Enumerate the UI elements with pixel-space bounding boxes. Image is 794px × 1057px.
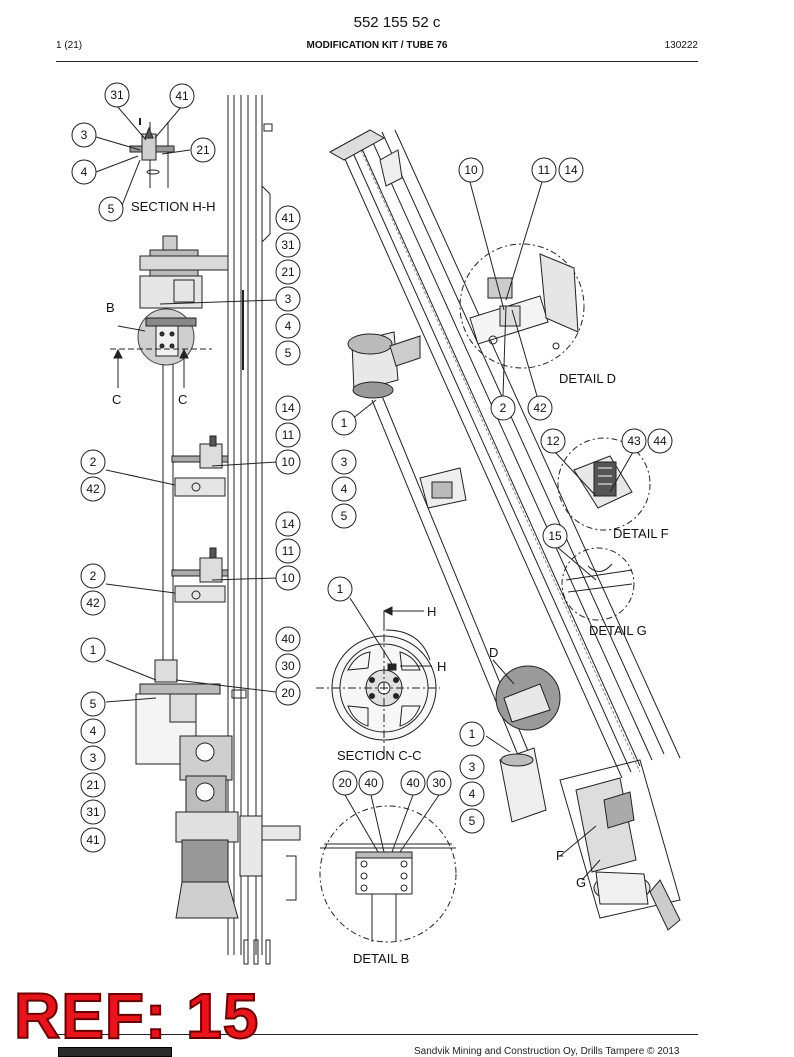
- balloon-hh-5: 5: [108, 202, 115, 216]
- balloon-lc-41: 41: [281, 211, 295, 225]
- balloon-numbers: 31 41 3 21 4 5 41 31 21 3 4 5 14 11 10 2…: [81, 88, 667, 847]
- balloon-lc-11b: 11: [282, 544, 295, 558]
- balloon-lc-42b: 42: [86, 596, 100, 610]
- detail-d-view: [459, 181, 585, 397]
- balloon-lc-4: 4: [285, 319, 292, 333]
- detail-f-view: [554, 437, 651, 531]
- balloon-df-43: 43: [627, 434, 641, 448]
- balloon-rb-5: 5: [469, 814, 476, 828]
- balloon-dd-10: 10: [464, 163, 478, 177]
- balloon-lc-2a: 2: [90, 455, 97, 469]
- label-section-cc: SECTION C-C: [337, 748, 422, 763]
- label-detail-d: DETAIL D: [559, 371, 616, 386]
- view-labels: SECTION H-H SECTION C-C DETAIL B DETAIL …: [106, 199, 669, 966]
- letter-h-top: H: [427, 604, 436, 619]
- balloon-ll-5: 5: [90, 697, 97, 711]
- balloon-lc-3: 3: [285, 292, 292, 306]
- balloon-m-4: 4: [341, 482, 348, 496]
- letter-d: D: [489, 645, 498, 660]
- balloon-db-40a: 40: [364, 776, 378, 790]
- footer-copyright: Sandvik Mining and Construction Oy, Dril…: [414, 1046, 680, 1057]
- balloon-dg-15: 15: [548, 529, 562, 543]
- document-number: 552 155 52 c: [353, 14, 441, 31]
- balloon-lc-5: 5: [285, 346, 292, 360]
- balloon-rb-1: 1: [469, 727, 476, 741]
- balloon-ll-3: 3: [90, 751, 97, 765]
- balloon-hh-31: 31: [110, 88, 124, 102]
- letter-h-mid: H: [437, 659, 446, 674]
- balloon-lc-10a: 10: [281, 455, 295, 469]
- balloon-ll-31: 31: [86, 805, 100, 819]
- balloon-hh-21: 21: [196, 143, 210, 157]
- document-title: MODIFICATION KIT / TUBE 76: [306, 40, 448, 51]
- detail-b-view: [319, 794, 457, 943]
- balloon-lc-20: 20: [281, 686, 295, 700]
- header-row: 1 (21) MODIFICATION KIT / TUBE 76 130222: [56, 40, 698, 56]
- page-indicator: 1 (21): [56, 40, 83, 51]
- balloon-hh-3: 3: [81, 128, 88, 142]
- footer-rule: [56, 1034, 698, 1035]
- balloon-ll-21: 21: [86, 778, 100, 792]
- balloon-lc-14a: 14: [281, 401, 295, 415]
- balloon-lc-30: 30: [281, 659, 295, 673]
- footer-logo: [58, 1047, 172, 1057]
- balloon-dd-42: 42: [533, 401, 547, 415]
- balloon-df-44: 44: [653, 434, 667, 448]
- detail-g-view: [555, 545, 635, 621]
- letter-c-left: C: [112, 392, 121, 407]
- balloon-df-12: 12: [546, 434, 560, 448]
- balloon-hh-4: 4: [81, 165, 88, 179]
- section-hh-view: [95, 105, 191, 209]
- header-rule: [56, 61, 698, 62]
- main-diagonal-feed-view: [328, 129, 681, 931]
- balloon-lc-21: 21: [281, 265, 295, 279]
- balloon-lc-14b: 14: [281, 517, 295, 531]
- ref-watermark-label: REF: 15: [13, 980, 260, 1052]
- document-date: 130222: [664, 40, 698, 51]
- label-detail-f: DETAIL F: [613, 526, 669, 541]
- balloon-lc-10b: 10: [281, 571, 295, 585]
- balloon-m-3: 3: [341, 455, 348, 469]
- label-detail-b: DETAIL B: [353, 951, 409, 966]
- balloon-dd-11: 11: [538, 163, 551, 177]
- left-feed-view: [105, 95, 301, 965]
- balloon-m-5: 5: [341, 509, 348, 523]
- balloon-ll-41: 41: [86, 833, 100, 847]
- label-section-hh: SECTION H-H: [131, 199, 216, 214]
- letter-c-right: C: [178, 392, 187, 407]
- balloon-cc-1: 1: [337, 582, 344, 596]
- balloon-db-30: 30: [432, 776, 446, 790]
- balloon-m-1: 1: [341, 416, 348, 430]
- balloon-dd-2: 2: [500, 401, 507, 415]
- balloon-lc-2b: 2: [90, 569, 97, 583]
- balloon-rb-4: 4: [469, 787, 476, 801]
- balloon-hh-41: 41: [175, 89, 189, 103]
- balloon-rb-3: 3: [469, 760, 476, 774]
- balloon-circles: [71, 82, 673, 853]
- section-cc-view: [316, 597, 440, 760]
- balloon-lc-31: 31: [281, 238, 295, 252]
- balloon-ll-1: 1: [90, 643, 97, 657]
- letter-b: B: [106, 300, 115, 315]
- letter-f: F: [556, 848, 564, 863]
- balloon-lc-42a: 42: [86, 482, 100, 496]
- balloon-db-20: 20: [338, 776, 352, 790]
- letter-g: G: [576, 875, 586, 890]
- balloon-lc-11a: 11: [282, 428, 295, 442]
- balloon-dd-14: 14: [564, 163, 578, 177]
- balloon-lc-40: 40: [281, 632, 295, 646]
- balloon-ll-4: 4: [90, 724, 97, 738]
- balloon-db-40b: 40: [406, 776, 420, 790]
- label-detail-g: DETAIL G: [589, 623, 647, 638]
